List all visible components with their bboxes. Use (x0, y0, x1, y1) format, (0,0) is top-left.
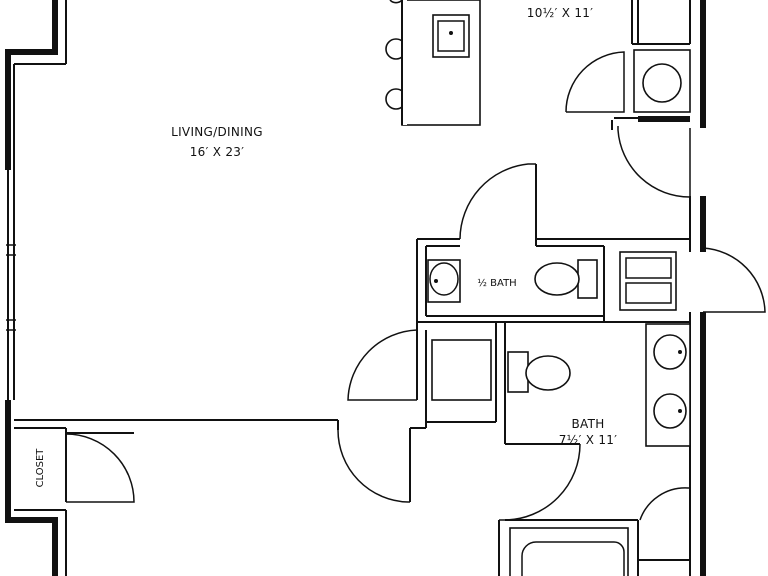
kitchen-dimensions: 10½′ X 11′ (527, 6, 593, 20)
closet-door-swing (65, 433, 135, 503)
half-bath-door-swing (459, 163, 536, 240)
kitchen-sink (432, 14, 470, 58)
half-bath: ½ BATH (416, 163, 766, 576)
kitchen-island (385, 0, 481, 126)
hall-closet-door-swing (347, 329, 418, 401)
bath-door-swing (499, 443, 581, 521)
bath-sink (653, 393, 687, 429)
half-bath-toilet (534, 262, 580, 296)
linen-cabinet (619, 251, 677, 311)
laundry-door-swing (565, 51, 625, 113)
hall-closet (337, 322, 506, 503)
closet-label: CLOSET (35, 448, 46, 488)
laundry-area (565, 0, 706, 252)
living-dining-name: LIVING/DINING (171, 125, 263, 139)
entry-swing-lower (337, 429, 410, 503)
entry-door-swing (617, 126, 691, 198)
closet: CLOSET (14, 419, 338, 503)
living-dining-dimensions: 16′ X 23′ (190, 145, 245, 159)
half-bath-toilet-tank (577, 259, 598, 299)
water-heater (431, 339, 492, 401)
left-exterior-wall (5, 0, 67, 576)
bath-toilet-tank (507, 351, 529, 393)
bath-sink (653, 334, 687, 370)
closet-door-swing-right (702, 247, 766, 313)
bathtub (509, 527, 629, 576)
bath-dimensions: 7½′ X 11′ (559, 433, 618, 447)
full-bath: BATH 7½′ X 11′ (498, 323, 691, 576)
half-bath-label: ½ BATH (477, 277, 516, 289)
stool (389, 0, 403, 4)
bath-name: BATH (571, 417, 604, 431)
bath-toilet (525, 355, 571, 391)
linen-door-swing (639, 487, 691, 521)
